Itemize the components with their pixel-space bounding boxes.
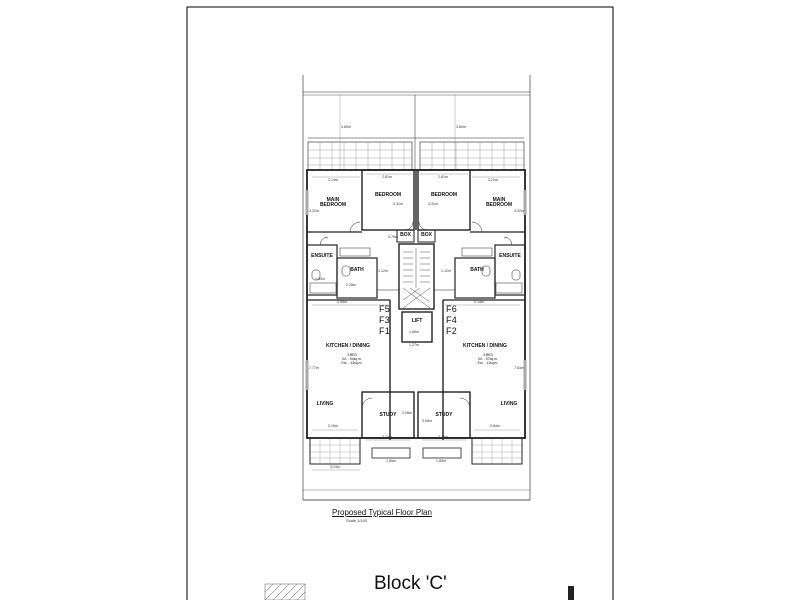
room-main-bedroom-left: MAIN BEDROOM bbox=[319, 197, 347, 208]
dim-terrace-left: 3.80m bbox=[341, 125, 351, 129]
dim-study-depth-left: 3.08m bbox=[402, 411, 412, 415]
room-box-right: BOX bbox=[421, 232, 432, 238]
dim-balcony-total: 3.24m bbox=[330, 465, 340, 469]
area-note-left: 3 BED Int. - 94sq.m. Ext. - 13sq.m. bbox=[332, 353, 372, 366]
dim-study-width-left: 2.74m bbox=[382, 435, 392, 439]
dim-living-width-left: 3.19m bbox=[328, 424, 338, 428]
dim-bedroom-depth-left: 3.31m bbox=[393, 202, 403, 206]
area-left-ext: Ext. - 13sq.m. bbox=[341, 360, 363, 365]
dim-bedroom-depth-right: 3.31m bbox=[428, 202, 438, 206]
floor-label-f2: F2 bbox=[446, 326, 458, 336]
floor-label-f3: F3 bbox=[379, 315, 391, 325]
area-left-type: 3 BED bbox=[347, 353, 357, 357]
room-bath-left: BATH bbox=[350, 267, 364, 273]
dim-bath-width-right: 1.12m bbox=[441, 269, 451, 273]
dim-kitchen-depth-left: 7.77m bbox=[309, 366, 319, 370]
area-right-ext: Ext. - 11sq.m. bbox=[477, 360, 499, 365]
room-bedroom-left: BEDROOM bbox=[374, 192, 402, 198]
north-marker bbox=[568, 586, 574, 600]
dim-ensuite-width-left: 1.54m bbox=[315, 277, 325, 281]
floor-label-f1: F1 bbox=[379, 326, 391, 336]
hatch-symbol bbox=[264, 583, 306, 600]
room-kitchen-dining-right: KITCHEN / DINING bbox=[463, 343, 507, 349]
area-right-int: Int. - 97sq.m. bbox=[478, 356, 498, 361]
floor-label-f5: F5 bbox=[379, 304, 391, 314]
floor-label-f6: F6 bbox=[446, 304, 458, 314]
dim-study-width-right: 2.76m bbox=[438, 435, 448, 439]
dim-balcony-left: 1.85m bbox=[386, 459, 396, 463]
dim-bedroom-width-right: 2.81m bbox=[438, 175, 448, 179]
dim-living-width-right: 2.84m bbox=[490, 424, 500, 428]
dim-main-bed-depth-right: 4.32m bbox=[514, 209, 524, 213]
dim-main-bed-width-right: 3.21m bbox=[488, 178, 498, 182]
dim-study-depth-right: 3.08m bbox=[422, 419, 432, 423]
room-lift: LIFT bbox=[411, 318, 423, 324]
dim-main-bed-depth-left: 4.32m bbox=[309, 209, 319, 213]
dim-box-left: 0.76m bbox=[388, 235, 398, 239]
dim-balcony-right: 1.85m bbox=[436, 459, 446, 463]
dim-terrace-right: 3.80m bbox=[456, 125, 466, 129]
room-box-left: BOX bbox=[400, 232, 411, 238]
room-study-left: STUDY bbox=[379, 412, 397, 418]
area-right-type: 3 BED bbox=[483, 353, 493, 357]
room-study-right: STUDY bbox=[435, 412, 453, 418]
drawing-scale: Scale 1/100 bbox=[346, 518, 368, 523]
room-bedroom-right: BEDROOM bbox=[430, 192, 458, 198]
sheet-border bbox=[186, 6, 614, 600]
room-ensuite-left: ENSUITE bbox=[311, 253, 333, 259]
room-kitchen-dining-left: KITCHEN / DINING bbox=[326, 343, 370, 349]
dim-ensuite-depth-left: 2.28m bbox=[346, 283, 356, 287]
dim-bath-width-left: 1.12m bbox=[378, 269, 388, 273]
dim-main-bed-width-left: 3.14m bbox=[328, 178, 338, 182]
dim-bedroom-width-left: 2.81m bbox=[382, 175, 392, 179]
floor-label-f4: F4 bbox=[446, 315, 458, 325]
floor-plan-drawing bbox=[302, 75, 531, 501]
room-living-right: LIVING bbox=[500, 401, 518, 407]
dim-hall-left: 2.06m bbox=[337, 300, 347, 304]
block-label: Block 'C' bbox=[374, 573, 447, 594]
room-living-left: LIVING bbox=[316, 401, 334, 407]
area-left-int: Int. - 94sq.m. bbox=[342, 356, 362, 361]
room-ensuite-right: ENSUITE bbox=[499, 253, 521, 259]
dim-lift-width: 1.68m bbox=[409, 330, 419, 334]
area-note-right: 3 BED Int. - 97sq.m. Ext. - 11sq.m. bbox=[468, 353, 508, 366]
dim-kitchen-depth-right: 7.63m bbox=[514, 366, 524, 370]
room-bath-right: BATH bbox=[470, 267, 484, 273]
dim-corridor-width: 1.27m bbox=[409, 343, 419, 347]
drawing-title: Proposed Typical Floor Plan bbox=[332, 508, 432, 517]
dim-hall-right: 2.14m bbox=[474, 300, 484, 304]
room-main-bedroom-right: MAIN BEDROOM bbox=[485, 197, 513, 208]
